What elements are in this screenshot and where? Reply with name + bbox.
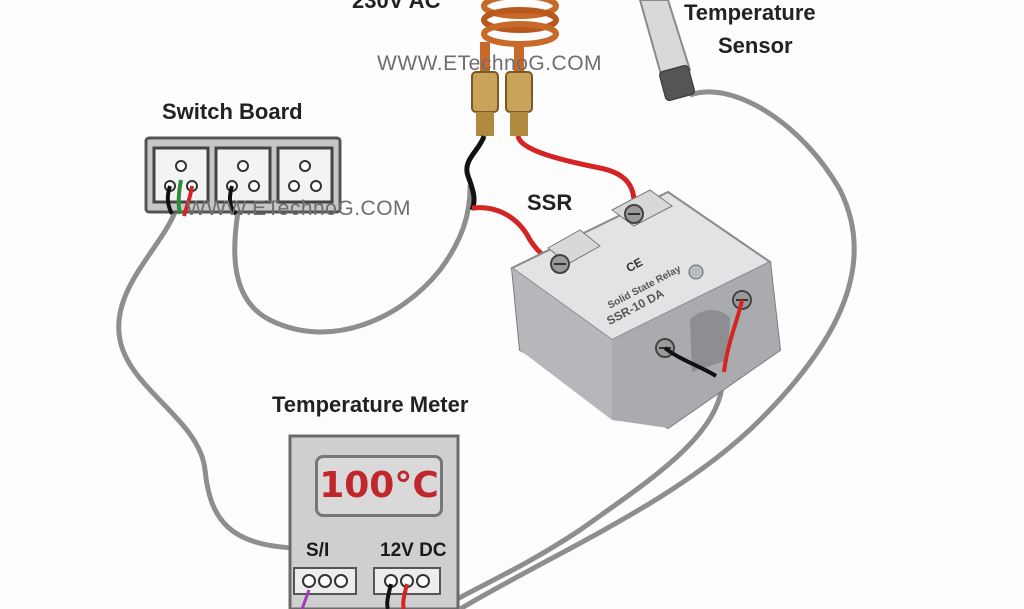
ssr-wire-red-lower — [722, 299, 744, 373]
ssr-body — [510, 189, 782, 430]
watermark-top: WWW.ETechnoG.COM — [377, 52, 603, 75]
gray-wire-switch-to-heater — [232, 184, 473, 335]
switch-wire-red — [182, 185, 194, 217]
switch-wire-black-2 — [227, 185, 238, 216]
meter-input-label: S/I — [306, 540, 330, 561]
gray-wire-sensor-to-meter — [458, 89, 857, 609]
meter-readout: 100°C — [315, 455, 443, 517]
sensor-label-line1: Temperature — [684, 0, 816, 25]
switch-wire-black — [165, 185, 174, 215]
ssr-wire-black-lower — [663, 346, 718, 378]
gray-wire-switch-to-meter — [116, 209, 296, 551]
red-wire-heater-to-ssr — [515, 135, 637, 213]
switch-board-label: Switch Board — [162, 99, 303, 124]
ssr-label: SSR — [527, 190, 573, 215]
black-wire-heater — [464, 135, 487, 211]
switch-wire-green — [176, 179, 183, 215]
sensor-label-line2: Sensor — [718, 33, 793, 58]
meter-wire-purple — [300, 589, 311, 609]
meter-wire-black — [385, 583, 393, 609]
gray-wire-ssr-to-meter — [438, 369, 725, 609]
heater-coil — [471, 0, 559, 136]
watermark-middle: WWW.ETechnoG.COM — [186, 197, 412, 220]
temperature-sensor-probe — [638, 0, 695, 101]
heater-label: 230V AC — [352, 0, 441, 13]
temperature-meter-label: Temperature Meter — [272, 392, 469, 417]
meter-power-label: 12V DC — [380, 540, 447, 561]
meter-wire-red — [401, 583, 409, 609]
